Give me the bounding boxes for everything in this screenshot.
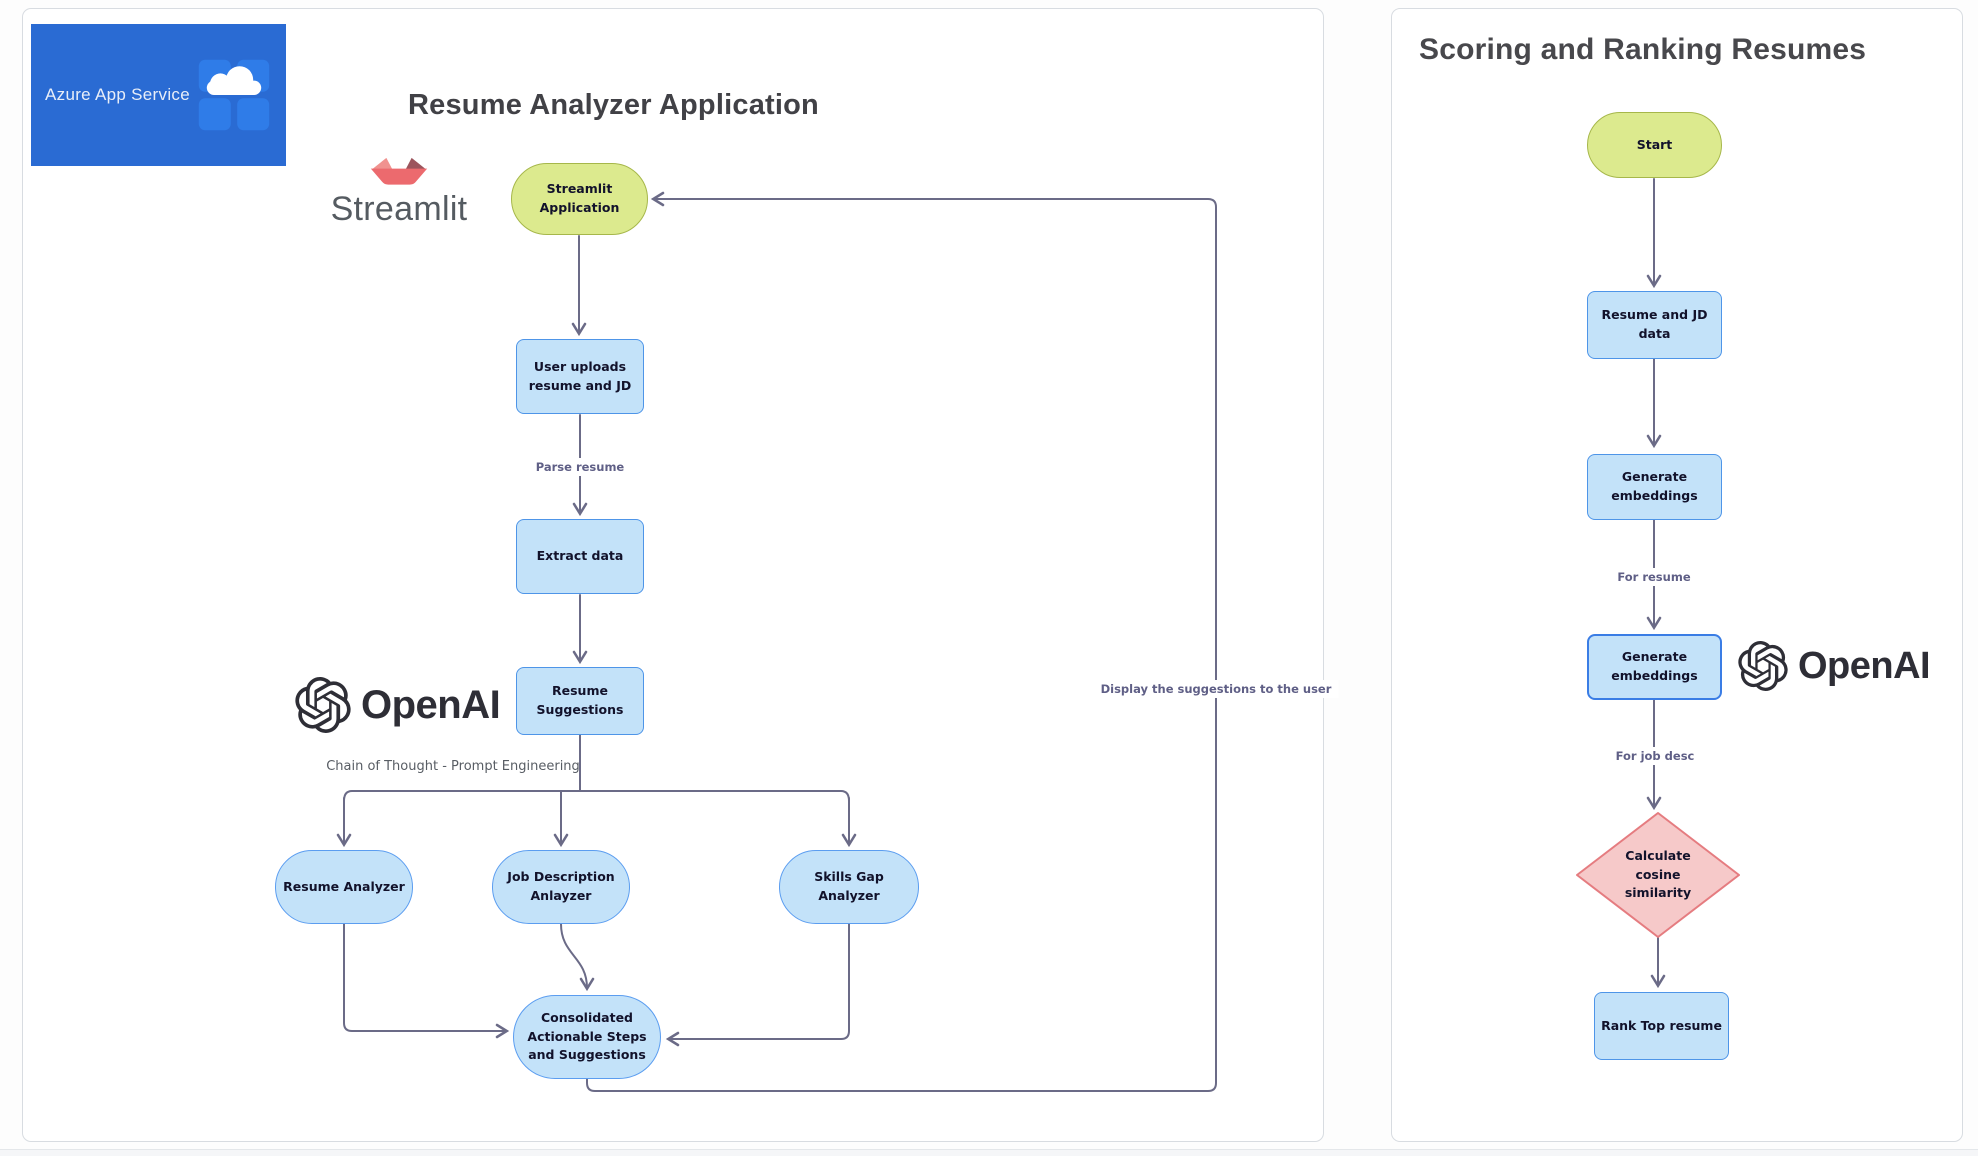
node-skills-gap-analyzer: Skills Gap Analyzer (779, 850, 919, 924)
edge-label-for-job-desc: For job desc (1608, 747, 1702, 765)
node-extract-data: Extract data (516, 519, 644, 594)
node-resume-analyzer: Resume Analyzer (275, 850, 413, 924)
page-bottom-divider (0, 1149, 1978, 1156)
edge-label-for-resume: For resume (1610, 568, 1698, 586)
edge-label-chain-of-thought: Chain of Thought - Prompt Engineering (326, 759, 580, 774)
node-consolidated-steps: Consolidated Actionable Steps and Sugges… (513, 995, 661, 1079)
node-calculate-cosine-label: Calculate cosine similarity (1624, 847, 1692, 901)
node-rank-top-resume: Rank Top resume (1594, 992, 1729, 1060)
streamlit-wordmark: Streamlit (330, 190, 468, 228)
openai-icon (1738, 641, 1788, 691)
node-generate-embeddings-resume: Generate embeddings (1587, 454, 1722, 520)
openai-icon (295, 677, 351, 733)
node-user-uploads: User uploads resume and JD (516, 339, 644, 414)
azure-app-service-logo: Azure App Service (31, 24, 286, 166)
edge-label-display-suggestions: Display the suggestions to the user (1093, 680, 1339, 698)
node-calculate-cosine-shape (1576, 812, 1740, 938)
openai-wordmark: OpenAI (1798, 644, 1931, 687)
flow-edges-left (336, 191, 1217, 1092)
flow-edges-right (1576, 178, 1740, 989)
scoring-ranking-panel: Scoring and Ranking Resumes Start Resume… (1391, 8, 1963, 1142)
right-panel-title: Scoring and Ranking Resumes (1419, 33, 1867, 66)
left-panel-title: Resume Analyzer Application (408, 89, 819, 121)
openai-logo-right: OpenAI (1738, 641, 1931, 691)
node-start: Start (1587, 112, 1722, 178)
node-job-description-analyzer: Job Description Anlayzer (492, 850, 630, 924)
openai-logo-left: OpenAI (295, 677, 501, 733)
edge-label-parse-resume: Parse resume (528, 458, 632, 476)
azure-app-service-label: Azure App Service (45, 85, 190, 104)
node-streamlit-application: Streamlit Application (511, 163, 648, 235)
azure-app-service-icon (198, 59, 270, 131)
node-generate-embeddings-jd: Generate embeddings (1587, 634, 1722, 700)
cloud-icon (206, 66, 262, 95)
resume-analyzer-panel: Azure App Service Resume Analyzer Applic… (22, 8, 1339, 1142)
streamlit-boat-icon (370, 157, 428, 185)
node-resume-suggestions: Resume Suggestions (516, 667, 644, 735)
openai-wordmark: OpenAI (361, 682, 501, 727)
streamlit-logo: Streamlit (319, 154, 479, 229)
node-resume-jd-data: Resume and JD data (1587, 291, 1722, 359)
